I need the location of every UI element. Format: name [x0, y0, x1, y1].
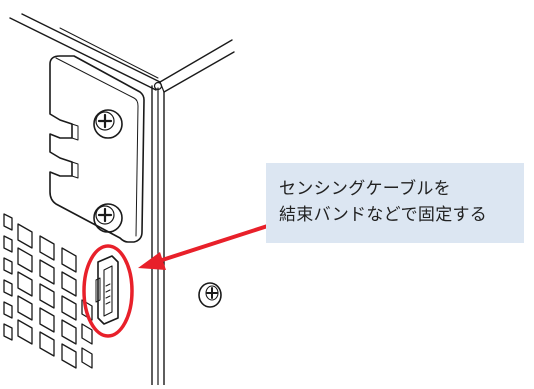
phillips-screw-icon — [198, 282, 222, 308]
phillips-screw-icon — [93, 203, 123, 233]
highlight-circle — [82, 244, 134, 338]
callout-arrow — [138, 220, 282, 270]
chassis-side-top-edge — [159, 39, 235, 93]
phillips-screw-icon — [93, 109, 123, 139]
chassis-top-edge — [9, 13, 161, 91]
callout-line-2: 結束バンドなどで固定する — [279, 205, 488, 225]
ventilation-grid — [3, 213, 93, 369]
callout-box: センシングケーブルを 結束バンドなどで固定する — [266, 163, 524, 243]
mounting-bracket — [49, 55, 145, 243]
callout-line-1: センシングケーブルを — [279, 179, 451, 199]
chassis-corner-edge — [151, 81, 165, 386]
cable-clip — [95, 255, 119, 325]
